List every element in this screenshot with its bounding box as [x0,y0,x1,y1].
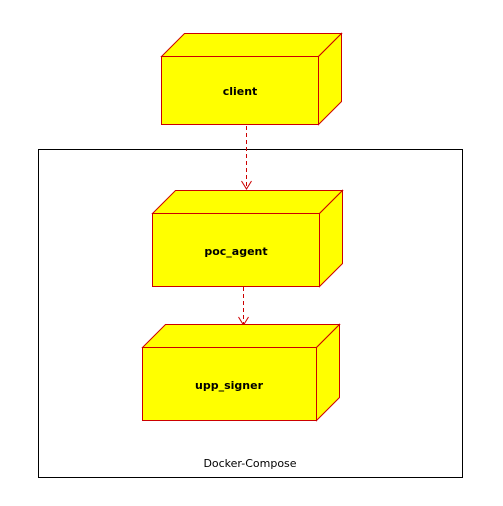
edge-arrowhead [241,180,252,190]
node-upp-signer[interactable]: upp_signer [141,323,341,422]
node-front-face [142,347,317,421]
node-label-poc-agent: poc_agent [204,245,267,258]
node-front-face [152,213,320,287]
node-front-face [161,56,319,125]
node-client[interactable]: client [160,32,343,126]
node-top-face [160,33,343,57]
node-top-face [141,324,341,348]
container-label: Docker-Compose [203,457,296,470]
edge-poc-agent-to-upp-signer [238,287,249,326]
node-poc-agent[interactable]: poc_agent [151,189,344,288]
node-label-client: client [223,85,258,98]
node-top-face [151,190,344,214]
node-label-upp-signer: upp_signer [195,379,264,392]
edge-client-to-poc-agent [241,126,252,190]
docker-compose-container: Docker-Compose [38,149,463,478]
container-frame [38,149,463,478]
